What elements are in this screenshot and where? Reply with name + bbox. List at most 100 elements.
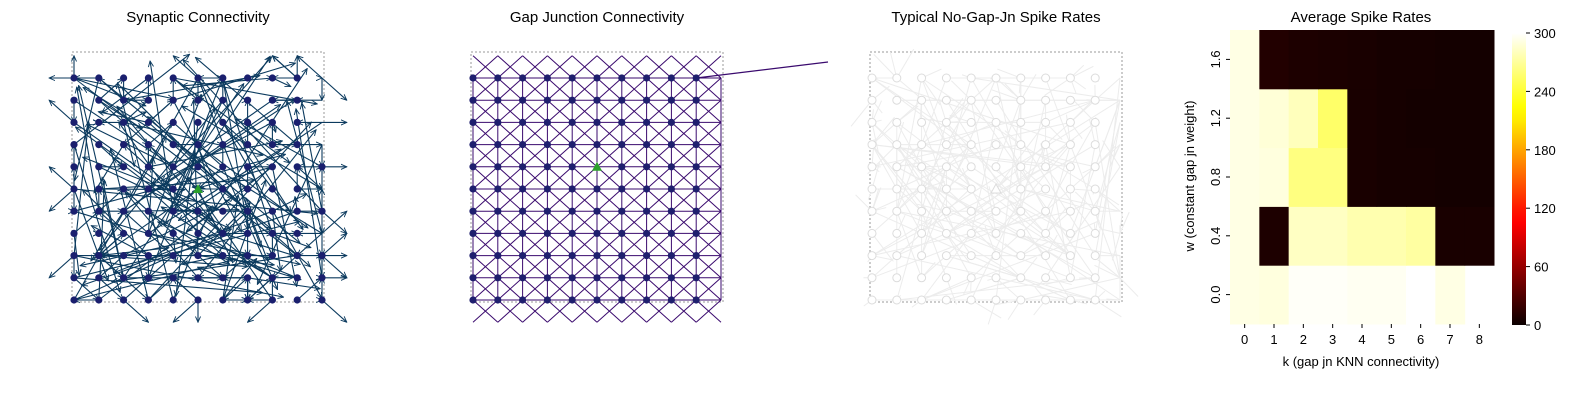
- heatmap-cell: [1435, 30, 1465, 89]
- synaptic-node: [294, 74, 301, 81]
- heatmap-cell: [1406, 148, 1436, 207]
- x-tick-label: 6: [1417, 332, 1424, 347]
- synaptic-edge: [74, 78, 146, 106]
- gap-node: [593, 230, 600, 237]
- gap-node: [593, 74, 600, 81]
- synaptic-edge: [322, 233, 347, 255]
- rate-node: [1066, 141, 1074, 149]
- y-tick-label: 1.6: [1208, 50, 1223, 68]
- synaptic-node: [244, 252, 251, 259]
- gap-node: [643, 119, 650, 126]
- gap-node: [544, 97, 551, 104]
- heatmap-cell: [1465, 206, 1495, 265]
- rate-node: [918, 74, 926, 82]
- gap-node: [519, 119, 526, 126]
- rate-node: [893, 207, 901, 215]
- rate-node: [918, 207, 926, 215]
- gap-node: [494, 141, 501, 148]
- heatmap-cell: [1259, 89, 1289, 148]
- gap-network: [469, 52, 828, 322]
- heatmap-cell: [1230, 265, 1260, 324]
- synaptic-node: [219, 119, 226, 126]
- synaptic-node: [95, 230, 102, 237]
- synaptic-node: [95, 163, 102, 170]
- synaptic-edge: [49, 100, 74, 122]
- gap-node: [643, 74, 650, 81]
- gap-node: [618, 252, 625, 259]
- gap-node: [519, 163, 526, 170]
- synaptic-node: [269, 252, 276, 259]
- rate-node: [1066, 207, 1074, 215]
- gap-node: [519, 141, 526, 148]
- gap-node: [693, 296, 700, 303]
- gap-node: [643, 274, 650, 281]
- heatmap-cell: [1465, 148, 1495, 207]
- rate-node: [967, 252, 975, 260]
- gap-node: [469, 230, 476, 237]
- heatmap-cell: [1318, 265, 1348, 324]
- gap-node: [544, 252, 551, 259]
- heatmap-cell: [1347, 148, 1377, 207]
- gap-node: [693, 141, 700, 148]
- rate-node: [1066, 118, 1074, 126]
- rate-node: [1066, 163, 1074, 171]
- synaptic-node: [244, 119, 251, 126]
- synaptic-node: [318, 208, 325, 215]
- gap-node: [593, 185, 600, 192]
- heatmap-cell: [1289, 30, 1319, 89]
- rate-node: [1017, 141, 1025, 149]
- x-tick-label: 4: [1358, 332, 1365, 347]
- rate-node: [1091, 274, 1099, 282]
- rates-edge: [1101, 229, 1120, 233]
- colorbar-gradient: [1512, 33, 1526, 325]
- gap-node: [519, 185, 526, 192]
- gap-node: [693, 230, 700, 237]
- synaptic-node: [269, 74, 276, 81]
- colorbar-tick-label: 300: [1534, 26, 1556, 41]
- synaptic-node: [269, 163, 276, 170]
- gap-node: [693, 97, 700, 104]
- rate-node: [967, 96, 975, 104]
- synaptic-node: [70, 230, 77, 237]
- gap-node: [618, 185, 625, 192]
- rate-node: [1066, 96, 1074, 104]
- gap-node: [593, 296, 600, 303]
- y-tick-label: 1.2: [1208, 109, 1223, 127]
- synaptic-edge: [322, 78, 347, 100]
- rate-node: [1017, 96, 1025, 104]
- synaptic-node: [170, 296, 177, 303]
- rate-node: [918, 118, 926, 126]
- rate-node: [992, 252, 1000, 260]
- synaptic-node: [294, 97, 301, 104]
- x-tick-label: 5: [1388, 332, 1395, 347]
- synaptic-node: [70, 74, 77, 81]
- gap-node: [469, 97, 476, 104]
- rate-node: [1042, 96, 1050, 104]
- rate-node: [1091, 252, 1099, 260]
- synaptic-node: [219, 163, 226, 170]
- synaptic-node: [145, 74, 152, 81]
- rate-node: [868, 96, 876, 104]
- heatmap-cell: [1406, 89, 1436, 148]
- rate-node: [1042, 296, 1050, 304]
- synaptic-node: [318, 252, 325, 259]
- rate-node: [942, 185, 950, 193]
- gap-node: [544, 185, 551, 192]
- heatmap-cell: [1435, 148, 1465, 207]
- synaptic-node: [318, 296, 325, 303]
- gap-node: [519, 296, 526, 303]
- gap-node: [494, 208, 501, 215]
- synaptic-node: [294, 163, 301, 170]
- gap-node: [693, 74, 700, 81]
- rate-node: [1091, 207, 1099, 215]
- synaptic-network: [49, 52, 347, 322]
- synaptic-node: [95, 296, 102, 303]
- rate-node: [992, 74, 1000, 82]
- synaptic-edge: [49, 167, 74, 189]
- y-tick-label: 0.0: [1208, 286, 1223, 304]
- synaptic-node: [70, 252, 77, 259]
- gap-node: [643, 97, 650, 104]
- gap-node: [519, 208, 526, 215]
- rate-node: [893, 96, 901, 104]
- heatmap-cell: [1435, 206, 1465, 265]
